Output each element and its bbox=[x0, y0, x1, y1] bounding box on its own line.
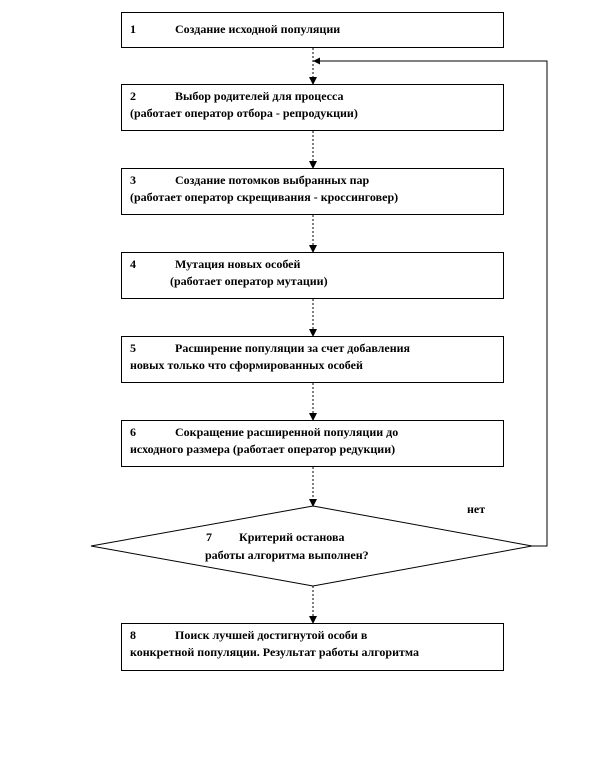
step-6-number: 6 bbox=[130, 425, 136, 439]
step-1-text: Создание исходной популяции bbox=[175, 22, 341, 36]
step-8-box: 8 Поиск лучшей достигнутой особи в конкре… bbox=[121, 623, 504, 671]
step-5-text-line1: Расширение популяции за счет добавления bbox=[175, 341, 411, 355]
step-4-box: 4 Мутация новых особей (работает оператор… bbox=[121, 252, 504, 299]
step-1-number: 1 bbox=[130, 22, 136, 36]
step-6-box: 6 Сокращение расширенной популяции до исх… bbox=[121, 420, 504, 467]
step-2-text-line2: (работает оператор отбора - репродукции) bbox=[130, 106, 358, 120]
loop-back-arrowhead bbox=[313, 57, 320, 65]
step-5-text-line2: новых только что сформированных особей bbox=[130, 358, 363, 372]
step-8-text-line2: конкретной популяции. Результат работы а… bbox=[130, 645, 420, 659]
step-8-text-line1: Поиск лучшей достигнутой особи в bbox=[175, 628, 368, 642]
step-6-text-line1: Сокращение расширенной популяции до bbox=[175, 425, 399, 439]
step-3-number: 3 bbox=[130, 173, 136, 187]
decision-number: 7 bbox=[206, 530, 212, 544]
decision-line1: 7 Критерий останова bbox=[206, 530, 344, 545]
step-6-text-line2: исходного размера (работает оператор ред… bbox=[130, 442, 396, 456]
decision-text-line2: работы алгоритма выполнен? bbox=[205, 548, 369, 562]
step-8-number: 8 bbox=[130, 628, 136, 642]
step-1-box: 1 Создание исходной популяции bbox=[121, 12, 504, 48]
decision-text-line1: Критерий останова bbox=[239, 530, 345, 544]
step-3-text-line2: (работает оператор скрещивания - кроссин… bbox=[130, 190, 399, 204]
step-5-box: 5 Расширение популяции за счет добавления… bbox=[121, 336, 504, 383]
step-4-text-line1: Мутация новых особей bbox=[175, 257, 301, 271]
step-4-text-line2: (работает оператор мутации) bbox=[170, 274, 328, 288]
step-3-text-line1: Создание потомков выбранных пар bbox=[175, 173, 370, 187]
step-5-number: 5 bbox=[130, 341, 136, 355]
step-2-number: 2 bbox=[130, 89, 136, 103]
decision-diamond bbox=[90, 505, 533, 587]
loop-label-no: нет bbox=[467, 502, 486, 516]
step-2-text-line1: Выбор родителей для процесса bbox=[175, 89, 344, 103]
step-4-number: 4 bbox=[130, 257, 136, 271]
step-2-box: 2 Выбор родителей для процесса (работает … bbox=[121, 84, 504, 131]
step-3-box: 3 Создание потомков выбранных пар (работа… bbox=[121, 168, 504, 215]
loop-back-connector bbox=[316, 60, 548, 547]
